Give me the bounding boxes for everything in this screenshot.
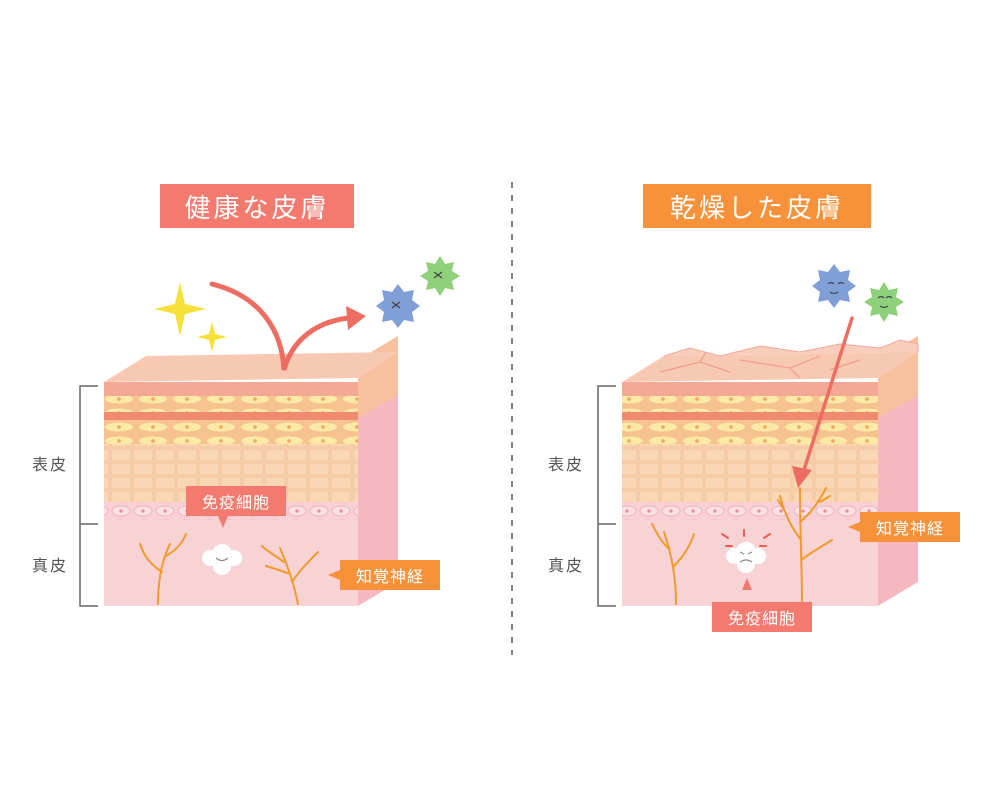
dry-dermis-label: 真皮 [548,556,585,575]
germ-green-icon [420,256,460,296]
dry-skin-block [622,336,919,606]
dry-immune-cell-tag: 免疫細胞 [712,602,812,632]
healthy-sensory-nerve-tag: 知覚神経 [340,560,440,590]
irritation-marks [721,529,771,547]
dry-epidermis-label: 表皮 [548,455,585,474]
germ-blue-icon [376,284,420,328]
healthy-immune-cell-icon [202,544,242,575]
healthy-skin-top [104,352,398,382]
dry-sensory-nerve-tag: 知覚神経 [860,512,960,542]
healthy-stratum-corneum [104,382,358,396]
healthy-skin-block [104,336,398,606]
dry-layer-bracket [597,385,616,607]
germ-green-icon [864,282,904,322]
healthy-dermis-label: 真皮 [32,556,69,575]
dry-skin-top [622,352,918,382]
healthy-skin-title: 健康な皮膚 [160,184,354,228]
bounce-arrow [209,281,351,371]
penetrate-arrow [802,316,854,472]
sparkle-icon [154,282,227,352]
healthy-immune-cell-tag: 免疫細胞 [186,486,286,516]
healthy-nerves [139,533,319,605]
dry-nerves [651,487,833,605]
healthy-layer-bracket [79,385,98,607]
healthy-epidermis-label: 表皮 [32,455,69,474]
dry-skin-title: 乾燥した皮膚 [643,184,871,228]
dry-stratum-corneum [622,382,878,396]
dry-basal-layer [622,502,878,520]
dry-immune-cell-icon [726,542,766,573]
germ-blue-icon [812,264,856,308]
